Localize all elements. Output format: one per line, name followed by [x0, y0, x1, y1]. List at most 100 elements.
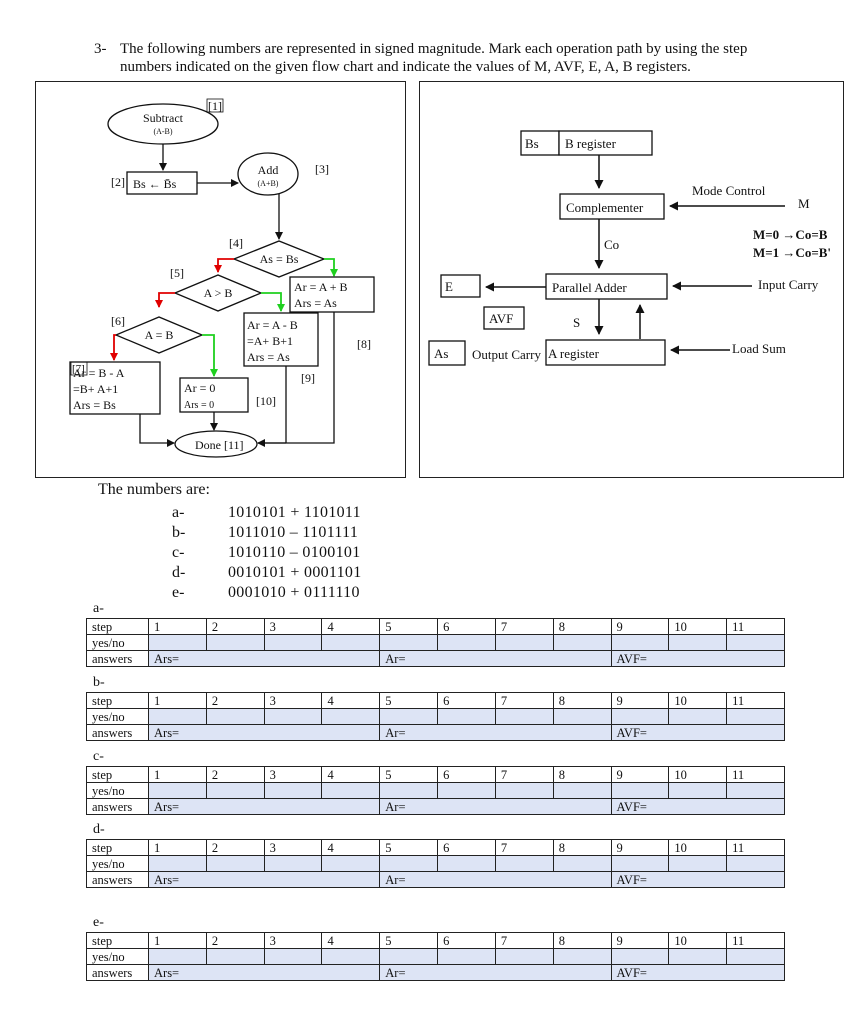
ars-answer-cell[interactable]: Ars= — [147, 798, 381, 815]
row-header-step: step — [86, 618, 149, 635]
yesno-input-cell[interactable] — [321, 708, 381, 725]
step-number-cell: 1 — [148, 766, 207, 783]
yesno-input-cell[interactable] — [148, 855, 207, 872]
yesno-input-cell[interactable] — [263, 855, 323, 872]
yesno-input-cell[interactable] — [610, 634, 670, 651]
yesno-input-cell[interactable] — [437, 782, 496, 799]
yesno-input-cell[interactable] — [205, 782, 265, 799]
step-7-box — [69, 361, 161, 415]
yesno-input-cell[interactable] — [726, 782, 785, 799]
yesno-input-cell[interactable] — [263, 634, 323, 651]
yesno-input-cell[interactable] — [610, 708, 670, 725]
row-header-yesno: yes/no — [86, 708, 149, 725]
yesno-input-cell[interactable] — [610, 855, 670, 872]
row-header-answers: answers — [86, 964, 149, 981]
number-item-expression: 1010101 + 1101011 — [228, 504, 361, 521]
number-item-label: e- — [172, 584, 185, 601]
yesno-input-cell[interactable] — [205, 855, 265, 872]
avf-answer-cell[interactable]: AVF= — [610, 650, 785, 667]
step-number-cell: 5 — [379, 692, 439, 709]
yesno-input-cell[interactable] — [552, 708, 612, 725]
row-header-answers: answers — [86, 871, 149, 888]
yesno-input-cell[interactable] — [668, 855, 728, 872]
avf-answer-cell[interactable]: AVF= — [610, 798, 785, 815]
yesno-input-cell[interactable] — [552, 855, 612, 872]
yesno-input-cell[interactable] — [726, 948, 785, 965]
row-header-step: step — [86, 766, 149, 783]
yesno-input-cell[interactable] — [148, 782, 207, 799]
ars-answer-cell[interactable]: Ars= — [147, 964, 381, 981]
step-5-cond: A > B — [204, 286, 233, 300]
step-4-label: [4] — [229, 236, 243, 250]
yesno-input-cell[interactable] — [263, 948, 323, 965]
avf-answer-cell[interactable]: AVF= — [610, 871, 785, 888]
step-5-label: [5] — [170, 266, 184, 280]
yesno-input-cell[interactable] — [668, 708, 728, 725]
yesno-input-cell[interactable] — [437, 855, 496, 872]
yesno-input-cell[interactable] — [379, 782, 439, 799]
ars-answer-cell[interactable]: Ars= — [147, 724, 381, 741]
yesno-input-cell[interactable] — [379, 948, 439, 965]
yesno-input-cell[interactable] — [494, 782, 554, 799]
avf-answer-cell[interactable]: AVF= — [610, 964, 785, 981]
ar-answer-cell[interactable]: Ar= — [379, 798, 612, 815]
yesno-input-cell[interactable] — [263, 782, 323, 799]
yesno-input-cell[interactable] — [610, 782, 670, 799]
yesno-input-cell[interactable] — [263, 708, 323, 725]
yesno-input-cell[interactable] — [321, 782, 381, 799]
yesno-input-cell[interactable] — [494, 634, 554, 651]
yesno-input-cell[interactable] — [379, 708, 439, 725]
step-number-cell: 4 — [321, 766, 381, 783]
yesno-input-cell[interactable] — [205, 948, 265, 965]
yesno-input-cell[interactable] — [148, 634, 207, 651]
yesno-input-cell[interactable] — [726, 634, 785, 651]
ars-answer-cell[interactable]: Ars= — [147, 871, 381, 888]
row-header-answers: answers — [86, 650, 149, 667]
yesno-input-cell[interactable] — [668, 634, 728, 651]
yesno-input-cell[interactable] — [437, 634, 496, 651]
ar-answer-cell[interactable]: Ar= — [379, 964, 612, 981]
ar-answer-cell[interactable]: Ar= — [379, 650, 612, 667]
row-header-yesno: yes/no — [86, 855, 149, 872]
number-item-expression: 1010110 – 0100101 — [228, 544, 361, 561]
yesno-input-cell[interactable] — [494, 855, 554, 872]
yesno-input-cell[interactable] — [552, 782, 612, 799]
yesno-input-cell[interactable] — [205, 708, 265, 725]
step-number-cell: 6 — [437, 692, 496, 709]
flowchart-panel: Subtract (A-B) [1] [2] Bs ← B̄s Add (A+B… — [35, 81, 406, 478]
yesno-input-cell[interactable] — [494, 948, 554, 965]
yesno-input-cell[interactable] — [437, 948, 496, 965]
avf-answer-cell[interactable]: AVF= — [610, 724, 785, 741]
yesno-input-cell[interactable] — [148, 708, 207, 725]
yesno-input-cell[interactable] — [379, 634, 439, 651]
question-text: The following numbers are represented in… — [120, 41, 748, 75]
m0-note: M=0 →Co=B — [753, 227, 828, 242]
yesno-input-cell[interactable] — [610, 948, 670, 965]
ar-answer-cell[interactable]: Ar= — [379, 871, 612, 888]
yesno-input-cell[interactable] — [726, 855, 785, 872]
yesno-row: yes/no — [86, 948, 785, 965]
yesno-input-cell[interactable] — [205, 634, 265, 651]
yesno-input-cell[interactable] — [321, 948, 381, 965]
yesno-input-cell[interactable] — [494, 708, 554, 725]
yesno-input-cell[interactable] — [726, 708, 785, 725]
ars-answer-cell[interactable]: Ars= — [147, 650, 381, 667]
step-number-cell: 5 — [379, 932, 439, 949]
yesno-input-cell[interactable] — [552, 634, 612, 651]
ar-answer-cell[interactable]: Ar= — [379, 724, 612, 741]
yesno-input-cell[interactable] — [437, 708, 496, 725]
yesno-input-cell[interactable] — [552, 948, 612, 965]
yesno-input-cell[interactable] — [321, 855, 381, 872]
yesno-input-cell[interactable] — [148, 948, 207, 965]
yesno-input-cell[interactable] — [668, 948, 728, 965]
add-line1: Add — [258, 163, 279, 177]
yesno-input-cell[interactable] — [379, 855, 439, 872]
yesno-input-cell[interactable] — [321, 634, 381, 651]
complementer-box — [559, 193, 665, 220]
table-section-label: c- — [93, 749, 104, 764]
step-10-l2: Ars = 0 — [184, 400, 214, 411]
yesno-input-cell[interactable] — [668, 782, 728, 799]
